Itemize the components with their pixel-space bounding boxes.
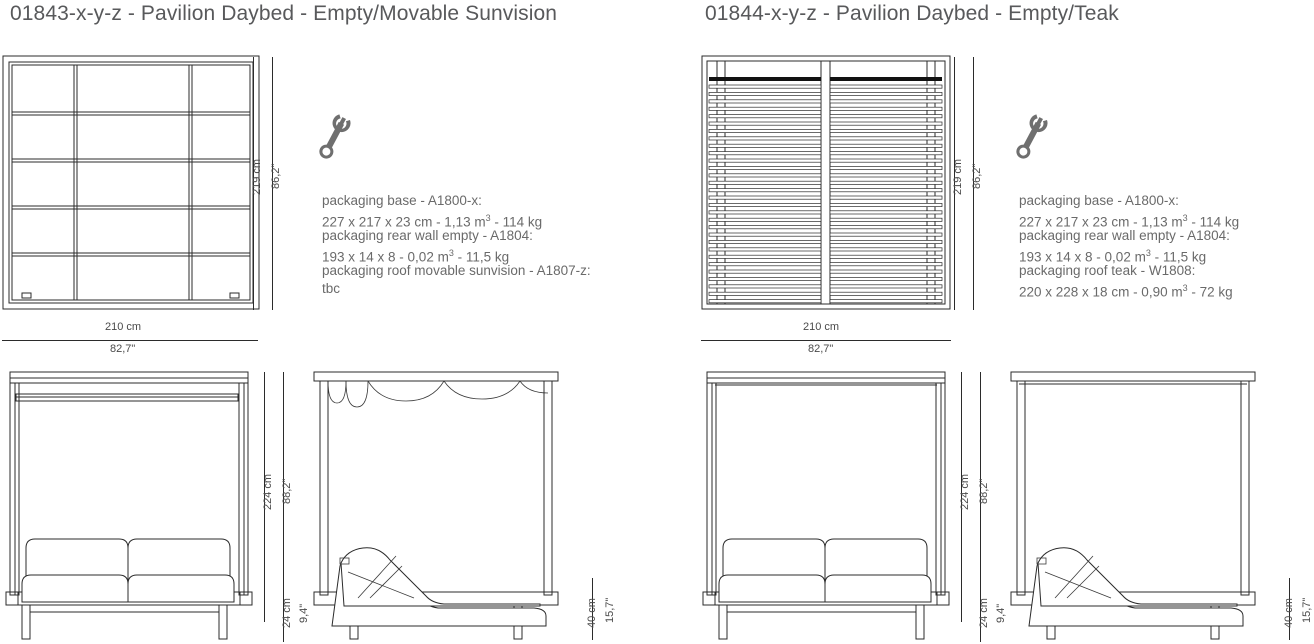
packaging-line: 227 x 217 x 23 cm - 1,13 m3 - 114 kg [1019, 212, 1240, 230]
front-elevation-sunvision [4, 370, 254, 644]
section-seat-cm-right: 40 cm [1283, 598, 1295, 628]
plan-width-in-right: 82,7" [808, 343, 834, 355]
packaging-line: packaging roof movable sunvision - A1807… [322, 263, 591, 279]
packaging-line: 193 x 14 x 8 - 0,02 m3 - 11,5 kg [1019, 247, 1207, 265]
plan-height-cm-right: 219 cm [952, 158, 964, 195]
plan-width-cm-right: 210 cm [803, 321, 840, 333]
packaging-line: tbc [322, 280, 341, 296]
wrench-icon [1013, 112, 1048, 162]
side-section-teak [1007, 370, 1259, 644]
section-seat-in-left: 15,7" [604, 597, 616, 623]
front-base-in-right: 9,4" [995, 603, 1007, 623]
front-height-in-left: 88,2" [281, 478, 293, 504]
front-dim-line-in-right [980, 372, 981, 622]
plan-dim-line-cm-right [954, 57, 955, 310]
wrench-icon [316, 112, 351, 162]
section-seat-cm-left: 40 cm [586, 598, 598, 628]
plan-height-in-right: 86,2" [971, 163, 983, 189]
product-panel-sunvision: 01843-x-y-z - Pavilion Daybed - Empty/Mo… [2, 2, 616, 644]
front-height-in-right: 88,2" [978, 478, 990, 504]
plan-view-teak [701, 55, 951, 310]
page-title-left: 01843-x-y-z - Pavilion Daybed - Empty/Mo… [10, 2, 558, 25]
front-base-dim-line-left [283, 592, 284, 642]
page-title-right: 01844-x-y-z - Pavilion Daybed - Empty/Te… [705, 2, 1119, 25]
front-base-cm-left: 24 cm [281, 598, 293, 628]
packaging-line: packaging base - A1800-x: [322, 193, 482, 208]
front-height-cm-right: 224 cm [959, 473, 971, 510]
product-panel-teak: 01844-x-y-z - Pavilion Daybed - Empty/Te… [657, 0, 1314, 644]
packaging-line: 193 x 14 x 8 - 0,02 m3 - 11,5 kg [322, 247, 510, 265]
plan-dim-line-width-left [2, 340, 258, 341]
front-dim-line-in-left [283, 372, 284, 622]
front-base-cm-right: 24 cm [978, 598, 990, 628]
packaging-line: packaging roof teak - W1808: [1019, 263, 1196, 279]
plan-dim-line-cm-left [253, 57, 254, 310]
front-base-in-left: 9,4" [298, 603, 310, 623]
packaging-line: 227 x 217 x 23 cm - 1,13 m3 - 114 kg [322, 212, 543, 230]
packaging-line: packaging rear wall empty - A1804: [1019, 228, 1230, 244]
plan-view-sunvision [2, 55, 260, 310]
packaging-text-right: packaging base - A1800-x: 227 x 217 x 23… [1019, 192, 1240, 300]
section-dim-line-left [592, 578, 593, 640]
packaging-line: packaging rear wall empty - A1804: [322, 228, 533, 244]
plan-height-in-left: 86,2" [270, 163, 282, 189]
front-elevation-teak [701, 370, 951, 644]
plan-dim-line-width-right [701, 340, 951, 341]
packaging-line: packaging base - A1800-x: [1019, 193, 1179, 208]
plan-dim-line-in-right [973, 57, 974, 310]
section-seat-in-right: 15,7" [1301, 597, 1313, 623]
front-dim-line-cm-left [264, 372, 265, 622]
section-dim-line-right [1289, 578, 1290, 640]
packaging-text-left: packaging base - A1800-x: 227 x 217 x 23… [322, 192, 591, 298]
plan-width-in-left: 82,7" [110, 343, 136, 355]
front-base-dim-line-right [980, 592, 981, 642]
plan-dim-line-in-left [272, 57, 273, 310]
packaging-line: 220 x 228 x 18 cm - 0,90 m3 - 72 kg [1019, 282, 1233, 300]
plan-height-cm-left: 219 cm [251, 158, 263, 195]
front-height-cm-left: 224 cm [262, 473, 274, 510]
front-dim-line-cm-right [961, 372, 962, 622]
side-section-sunvision [310, 370, 562, 644]
plan-width-cm-left: 210 cm [105, 321, 142, 333]
